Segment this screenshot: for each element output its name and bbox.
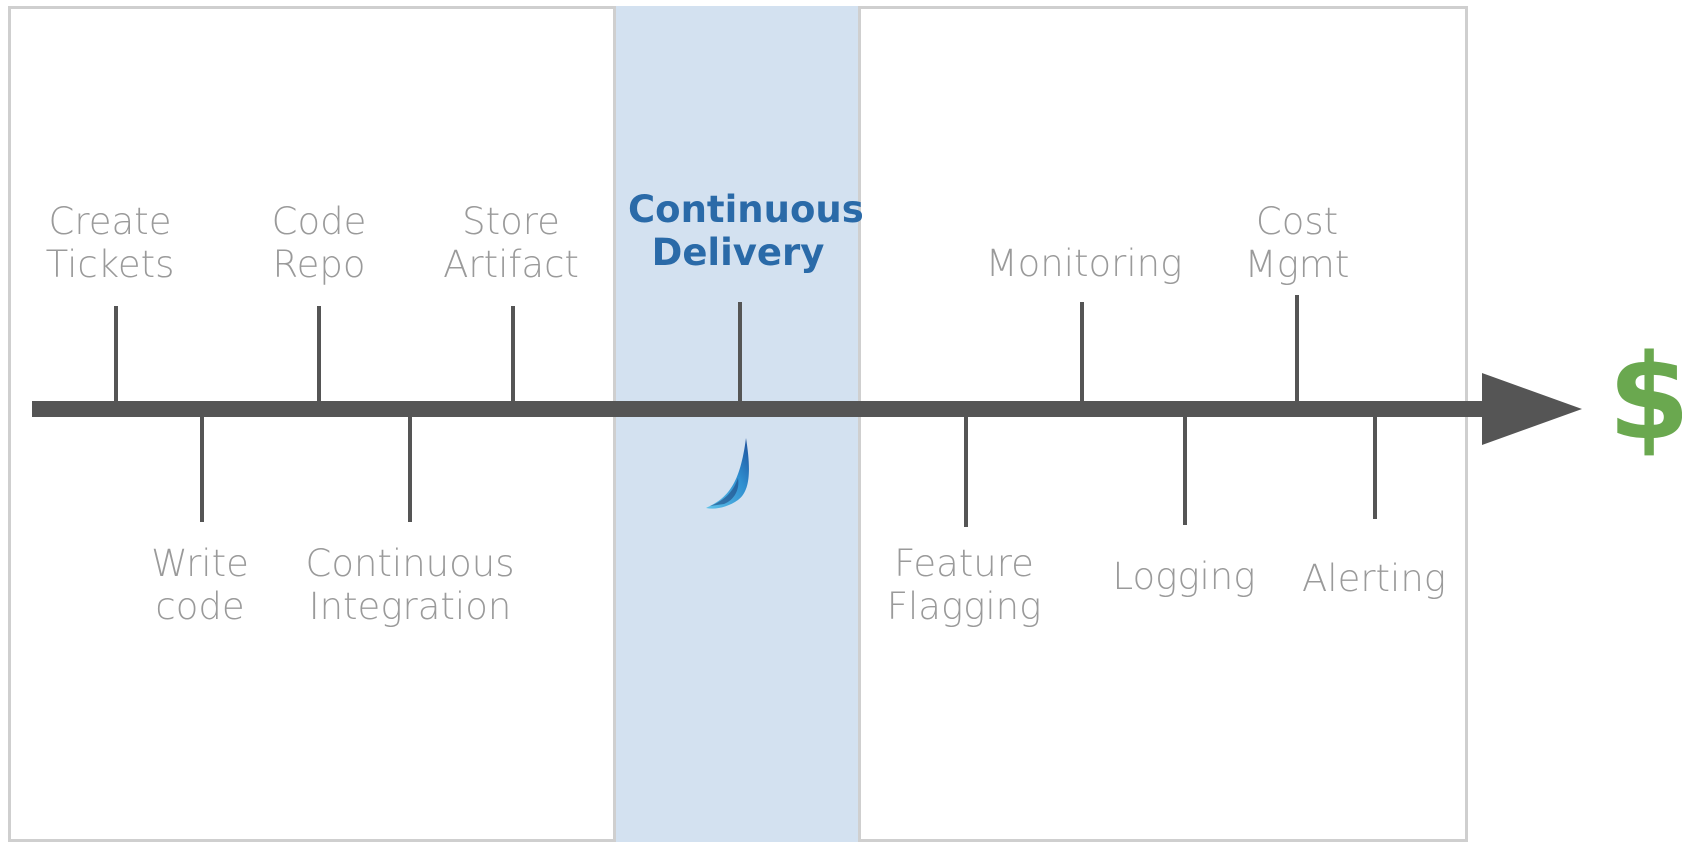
dollar-sign: $ <box>1608 328 1682 466</box>
tick-feature-flagging <box>964 415 968 527</box>
timeline-axis <box>32 401 1492 417</box>
tick-continuous-delivery <box>738 302 742 403</box>
label-continuous-delivery: Continuous Delivery <box>628 188 864 274</box>
label-alerting: Alerting <box>1301 557 1446 600</box>
tick-monitoring <box>1080 302 1084 403</box>
label-feature-flagging: Feature Flagging <box>886 542 1042 628</box>
label-store-artifact: Store Artifact <box>443 200 579 286</box>
tick-continuous-integration <box>408 415 412 522</box>
tick-cost-mgmt <box>1295 295 1299 403</box>
tick-code-repo <box>317 306 321 403</box>
label-create-tickets: Create Tickets <box>45 200 175 286</box>
tick-create-tickets <box>114 306 118 403</box>
label-logging: Logging <box>1112 555 1256 598</box>
continuous-delivery-highlight-band <box>616 6 858 842</box>
label-cost-mgmt: Cost Mgmt <box>1244 200 1350 286</box>
tick-write-code <box>200 415 204 522</box>
label-continuous-integration: Continuous Integration <box>305 542 515 628</box>
tick-store-artifact <box>511 306 515 403</box>
tick-logging <box>1183 415 1187 525</box>
tick-alerting <box>1373 415 1377 519</box>
label-code-repo: Code Repo <box>271 200 367 286</box>
spinnaker-sail-logo-icon <box>706 438 749 509</box>
timeline-arrowhead <box>1482 373 1582 445</box>
left-stage-panel <box>8 6 616 842</box>
right-stage-panel <box>858 6 1468 842</box>
label-write-code: Write code <box>151 542 249 628</box>
label-monitoring: Monitoring <box>985 242 1183 285</box>
